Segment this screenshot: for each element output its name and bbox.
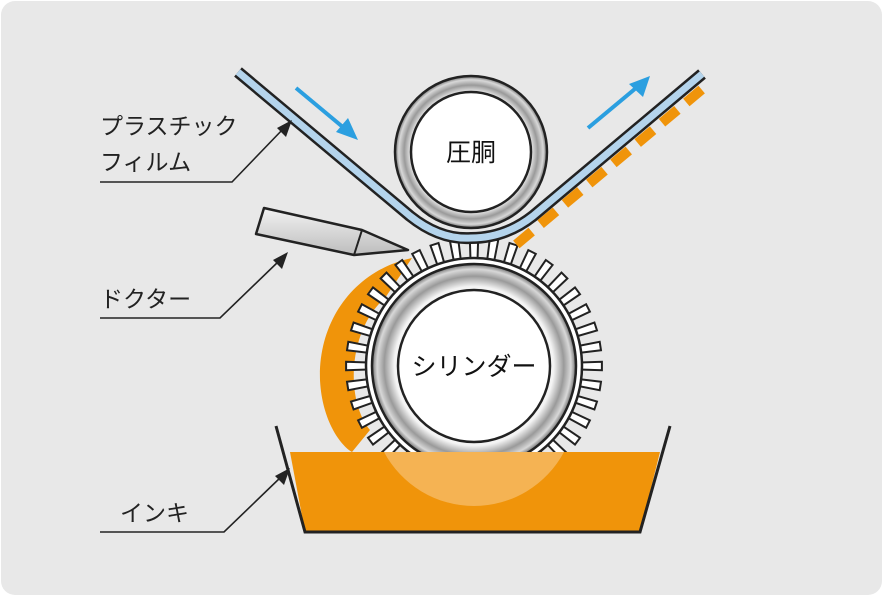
film-label-line2: フィルム xyxy=(100,150,191,176)
printed-ink-dot xyxy=(658,106,681,127)
film-label-line1: プラスチック xyxy=(100,114,238,140)
impression-roll-label: 圧胴 xyxy=(446,138,496,167)
ink-leader-line xyxy=(100,475,283,533)
printed-ink-dots xyxy=(513,85,705,249)
doctor-label: ドクター xyxy=(100,287,191,313)
doctor-leader-arrowhead xyxy=(273,252,288,269)
printed-ink-dot xyxy=(586,166,608,188)
film-direction-arrow-out xyxy=(586,76,650,130)
printed-ink-dot xyxy=(513,227,535,249)
printed-ink-dot xyxy=(537,207,560,228)
film-leader-arrowhead xyxy=(277,120,292,137)
ink-pan-outline xyxy=(274,425,672,534)
doctor-blade-edge xyxy=(353,229,363,256)
cylinder-core xyxy=(396,288,552,444)
ink-leader-arrowhead xyxy=(275,468,290,485)
printed-ink-dot xyxy=(683,85,705,107)
cylinder-in-ink xyxy=(384,452,564,506)
doctor-blade xyxy=(254,206,410,257)
film-leader-line xyxy=(100,127,285,183)
doctor-leader-line xyxy=(100,259,281,319)
cylinder-label: シリンダー xyxy=(411,352,536,381)
printed-ink-dot xyxy=(634,126,657,147)
film-direction-arrow-in xyxy=(294,86,358,140)
plastic-film xyxy=(235,69,705,242)
printed-ink-dot xyxy=(561,187,584,208)
impression-roll-core xyxy=(409,90,533,214)
ink-swirl xyxy=(319,258,412,452)
ink-label: インキ xyxy=(120,501,189,527)
printed-ink-dot xyxy=(610,146,632,168)
